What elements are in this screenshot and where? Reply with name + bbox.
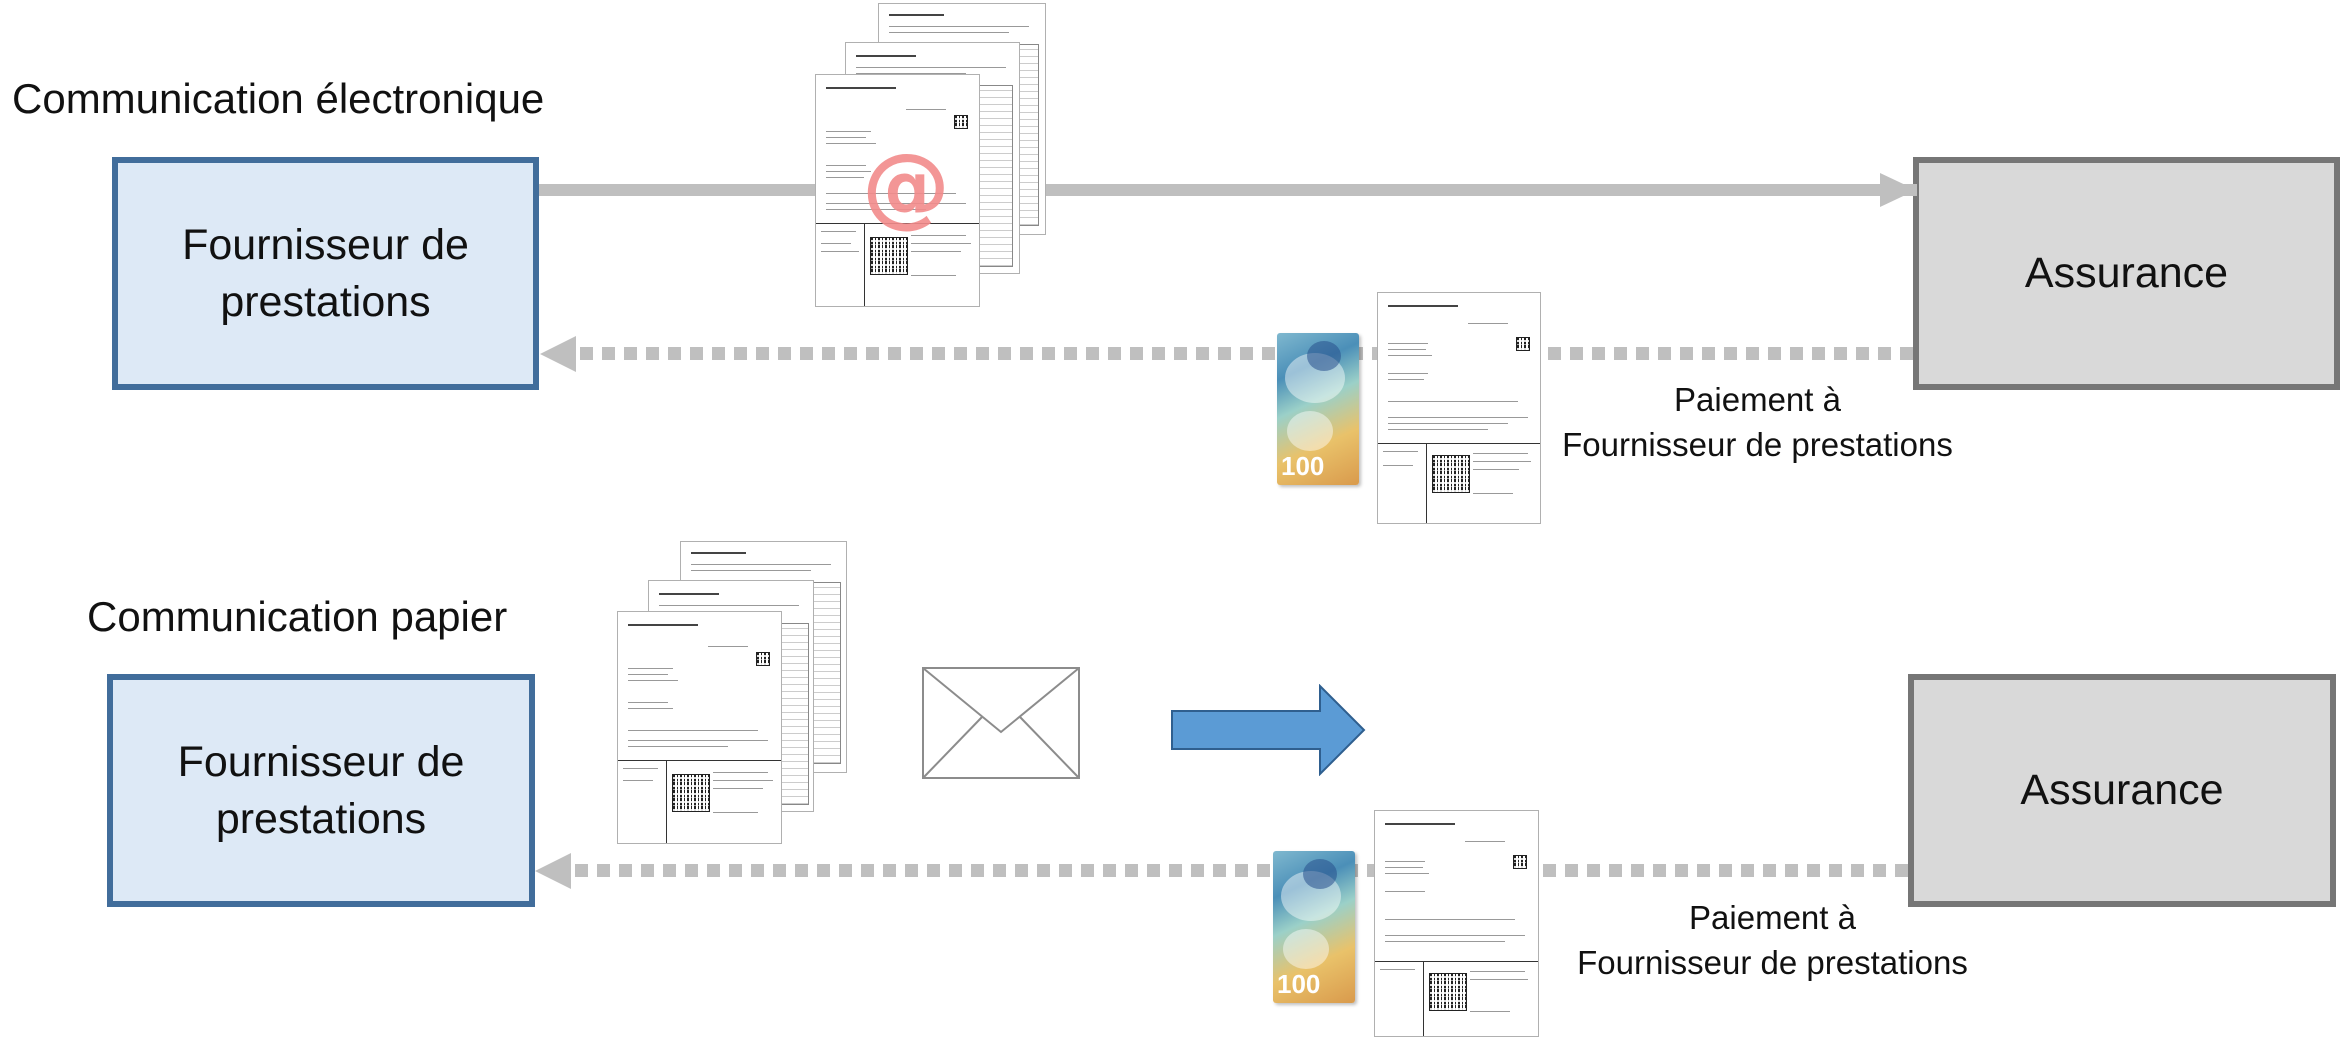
provider-label-paper: Fournisseur de prestations <box>177 737 465 843</box>
heading-paper: Communication papier <box>87 593 508 640</box>
payment-invoice-document-paper <box>1374 810 1539 1037</box>
envelope-icon <box>922 667 1080 779</box>
payment-arrowhead-paper <box>535 853 571 889</box>
payment-caption-electronic: Paiement à Fournisseur de prestations <box>1562 381 1953 463</box>
banknote-value: 100 <box>1277 969 1321 999</box>
email-at-icon: @ <box>862 134 950 237</box>
provider-box-electronic: Fournisseur de prestations <box>112 157 539 390</box>
invoice-document-icon <box>617 611 782 844</box>
send-arrowhead-electronic <box>1880 173 1916 207</box>
send-connector-electronic <box>539 184 1917 196</box>
right-arrow-icon <box>1171 684 1366 776</box>
insurance-box-electronic: Assurance <box>1913 157 2340 390</box>
banknote-icon: 100 <box>1273 851 1355 1003</box>
provider-box-paper: Fournisseur de prestations <box>107 674 535 907</box>
payment-arrowhead-electronic <box>540 336 576 372</box>
banknote-icon: 100 <box>1277 333 1359 485</box>
insurance-box-paper: Assurance <box>1908 674 2336 907</box>
payment-connector-electronic <box>580 347 1913 360</box>
heading-electronic: Communication électronique <box>12 75 545 122</box>
banknote-value: 100 <box>1281 451 1325 481</box>
invoice-document-icon <box>815 74 980 307</box>
payment-invoice-document-electronic <box>1377 292 1541 524</box>
payment-connector-paper <box>575 864 1908 877</box>
insurance-label-electronic: Assurance <box>2024 249 2229 298</box>
payment-caption-paper: Paiement à Fournisseur de prestations <box>1577 899 1968 981</box>
insurance-label-paper: Assurance <box>2020 766 2224 815</box>
provider-label-electronic: Fournisseur de prestations <box>182 220 469 326</box>
